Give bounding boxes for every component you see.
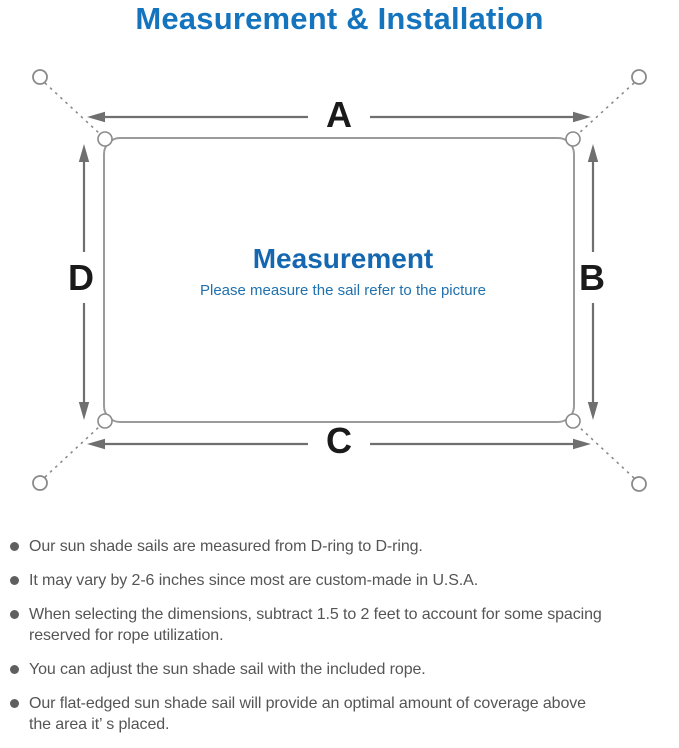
note-text: Our flat-edged sun shade sail will provi… — [29, 695, 586, 712]
edge-label-b: B — [579, 257, 605, 298]
note-text: It may vary by 2-6 inches since most are… — [29, 572, 479, 589]
dimension-arrow-c — [87, 438, 591, 450]
note-text: Our sun shade sails are measured from D-… — [29, 538, 423, 555]
rope-dashed-lines — [44, 82, 635, 479]
list-item: When selecting the dimensions, subtract … — [10, 604, 673, 646]
measurement-diagram: A C D B Measurement Please measure the s… — [32, 69, 647, 492]
edge-label-a: A — [326, 94, 352, 135]
dimension-arrow-a — [87, 111, 591, 123]
bullet-icon — [10, 576, 19, 585]
bullet-icon — [10, 542, 19, 551]
sail-outline — [103, 137, 575, 423]
note-text: the area it’ s placed. — [29, 716, 170, 733]
list-item: Our flat-edged sun shade sail will provi… — [10, 693, 673, 735]
dimension-arrow-b — [587, 144, 599, 420]
anchor-point-icons — [32, 69, 647, 492]
measurement-notes: Our sun shade sails are measured from D-… — [10, 536, 673, 748]
d-ring-icons — [97, 131, 581, 429]
diagram-center-title: Measurement — [253, 243, 434, 274]
list-item: Our sun shade sails are measured from D-… — [10, 536, 673, 557]
bullet-icon — [10, 665, 19, 674]
dimension-arrow-d — [78, 144, 90, 420]
bullet-icon — [10, 610, 19, 619]
list-item: You can adjust the sun shade sail with t… — [10, 659, 673, 680]
bullet-icon — [10, 699, 19, 708]
page-title: Measurement & Installation — [135, 1, 544, 36]
list-item: It may vary by 2-6 inches since most are… — [10, 570, 673, 591]
diagram-center-subtitle: Please measure the sail refer to the pic… — [200, 282, 486, 299]
note-text: reserved for rope utilization. — [29, 627, 224, 644]
note-text: You can adjust the sun shade sail with t… — [29, 661, 426, 678]
note-text: When selecting the dimensions, subtract … — [29, 606, 602, 623]
edge-label-d: D — [68, 257, 94, 298]
edge-label-c: C — [326, 420, 352, 461]
